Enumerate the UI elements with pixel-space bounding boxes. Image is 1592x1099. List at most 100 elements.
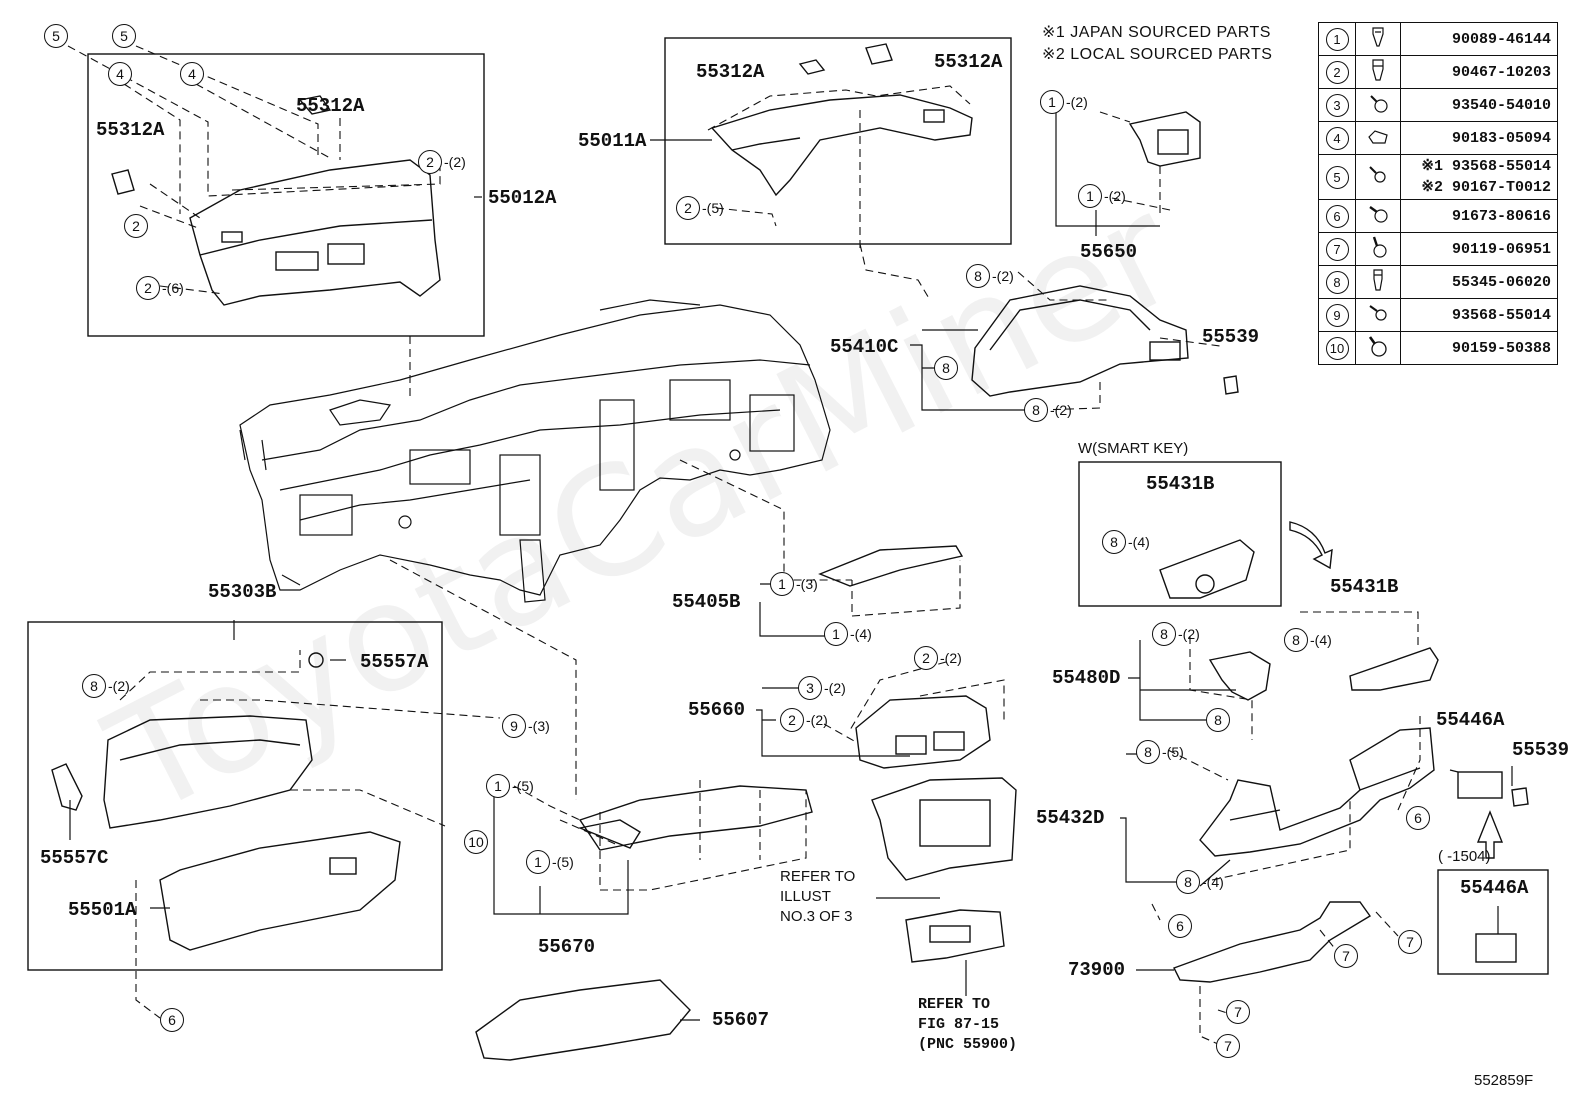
note-japan-sourced: ※1 JAPAN SOURCED PARTS bbox=[1042, 24, 1271, 41]
label-55312A: 55312A bbox=[696, 61, 765, 83]
refer-fig-line1: REFER TO bbox=[918, 996, 991, 1013]
table-row: 4 90183-05094 bbox=[1318, 121, 1558, 155]
callout-qty: -(2) bbox=[1066, 94, 1088, 110]
callout-ref: 6 bbox=[1406, 806, 1430, 830]
callout-ref: 2 bbox=[418, 150, 442, 174]
label-55303B: 55303B bbox=[208, 581, 277, 603]
callout-ref: 6 bbox=[160, 1008, 184, 1032]
ref-number: 5 bbox=[1325, 165, 1349, 189]
callout-ref: 7 bbox=[1398, 930, 1422, 954]
table-row: 1 90089-46144 bbox=[1318, 22, 1558, 56]
callout-ref: 7 bbox=[1226, 1000, 1250, 1024]
part-number: 90183-05094 bbox=[1400, 121, 1558, 155]
callout-ref: 1 bbox=[1040, 90, 1064, 114]
label-55607: 55607 bbox=[712, 1009, 770, 1031]
sourcing-notes: ※1 JAPAN SOURCED PARTS ※2 LOCAL SOURCED … bbox=[1042, 22, 1272, 66]
callout-ref: 8 bbox=[1176, 870, 1200, 894]
screw-icon bbox=[1369, 304, 1387, 321]
label-55431B: 55431B bbox=[1146, 473, 1215, 495]
nut-clip-icon bbox=[1368, 129, 1388, 144]
callout-ref: 2 bbox=[136, 276, 160, 300]
arrow-to-55431B bbox=[1289, 521, 1333, 570]
part-55607 bbox=[475, 979, 691, 1061]
callout-ref: 8 bbox=[1136, 740, 1160, 764]
part-73900-bracket bbox=[1173, 901, 1372, 983]
label-55011A: 55011A bbox=[578, 130, 647, 152]
ref-number: 3 bbox=[1325, 93, 1349, 117]
part-55539-lower bbox=[1511, 787, 1529, 807]
callout-qty: -(2) bbox=[444, 154, 466, 170]
label-55446A: 55446A bbox=[1460, 877, 1529, 899]
table-row: 2 90467-10203 bbox=[1318, 55, 1558, 89]
callout-qty: -(2) bbox=[1178, 626, 1200, 642]
instrument-panel-frame bbox=[239, 299, 831, 603]
audio-unit-part bbox=[871, 777, 1017, 963]
center-panel-part bbox=[577, 785, 813, 851]
callout-ref: 8 bbox=[934, 356, 958, 380]
side-register-part bbox=[1128, 111, 1201, 167]
label-55446A: 55446A bbox=[1436, 709, 1505, 731]
part-number: 90467-10203 bbox=[1400, 55, 1558, 89]
ref-number: 1 bbox=[1325, 27, 1349, 51]
label-55539: 55539 bbox=[1202, 326, 1260, 348]
callout-ref: 8 bbox=[1152, 622, 1176, 646]
ref-number: 4 bbox=[1325, 126, 1349, 150]
callout-ref: 1 bbox=[770, 572, 794, 596]
label-55431B: 55431B bbox=[1330, 576, 1399, 598]
callout-qty: -(5) bbox=[512, 778, 534, 794]
screw-icon bbox=[1369, 165, 1386, 183]
part-number-local: ※2 90167-T0012 bbox=[1421, 179, 1551, 196]
callout-ref: 7 bbox=[1334, 944, 1358, 968]
callout-ref: 2 bbox=[676, 196, 700, 220]
refer-fig-line2: FIG 87-15 bbox=[918, 1016, 1000, 1033]
label-55312A: 55312A bbox=[934, 51, 1003, 73]
label-55480D: 55480D bbox=[1052, 667, 1121, 689]
ref-number: 6 bbox=[1325, 204, 1349, 228]
callout-qty: -(2) bbox=[824, 680, 846, 696]
refer-illust-line1: REFER TO bbox=[780, 868, 856, 885]
box-smart-key bbox=[1078, 461, 1282, 607]
callout-ref: 4 bbox=[108, 62, 132, 86]
callout-qty: -(2) bbox=[806, 712, 828, 728]
callout-qty: -(2) bbox=[992, 268, 1014, 284]
callout-qty: -(4) bbox=[850, 626, 872, 642]
date-range-note: ( -1504) bbox=[1438, 848, 1491, 865]
figure-id: 552859F bbox=[1474, 1072, 1534, 1089]
label-55539: 55539 bbox=[1512, 739, 1570, 761]
callout-ref: 8 bbox=[82, 674, 106, 698]
callout-ref: 6 bbox=[1168, 914, 1192, 938]
callout-ref: 2 bbox=[914, 646, 938, 670]
label-55312A: 55312A bbox=[96, 119, 165, 141]
refer-fig-line3: (PNC 55900) bbox=[918, 1036, 1018, 1053]
callout-ref: 8 bbox=[1102, 530, 1126, 554]
part-number-japan: ※1 93568-55014 bbox=[1421, 158, 1551, 175]
part-number: 90089-46144 bbox=[1400, 22, 1558, 56]
table-row: 5 ※1 93568-55014 ※2 90167-T0012 bbox=[1318, 154, 1558, 200]
box-glove-compartment bbox=[27, 621, 443, 971]
cluster-finish-panel-part bbox=[971, 285, 1239, 397]
callout-ref: 8 bbox=[1284, 628, 1308, 652]
callout-qty: -(2) bbox=[1104, 188, 1126, 204]
callout-ref: 1 bbox=[1078, 184, 1102, 208]
callout-qty: -(2) bbox=[940, 650, 962, 666]
callout-ref: 2 bbox=[124, 214, 148, 238]
callout-ref: 8 bbox=[1024, 398, 1048, 422]
label-55650: 55650 bbox=[1080, 241, 1138, 263]
part-number: 55345-06020 bbox=[1400, 265, 1558, 299]
callout-qty: -(5) bbox=[1162, 744, 1184, 760]
callout-qty: -(3) bbox=[796, 576, 818, 592]
note-local-sourced: ※2 LOCAL SOURCED PARTS bbox=[1042, 46, 1273, 63]
callout-ref: 7 bbox=[1216, 1034, 1240, 1058]
center-register-part bbox=[855, 695, 991, 769]
ref-number: 2 bbox=[1325, 60, 1349, 84]
callout-ref: 4 bbox=[180, 62, 204, 86]
box-date-range bbox=[1437, 869, 1549, 975]
callout-ref: 10 bbox=[464, 830, 488, 854]
